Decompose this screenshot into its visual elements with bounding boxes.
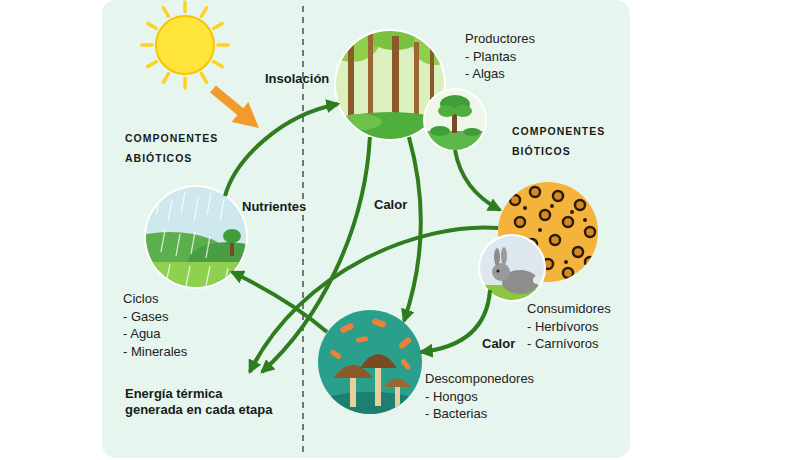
node-item: - Herbívoros: [527, 318, 611, 336]
text-group: Productores- Plantas- Algas: [465, 30, 535, 83]
flow-arrow: [262, 137, 370, 372]
node-item: - Hongos: [425, 388, 534, 406]
node-item: - Algas: [465, 65, 535, 83]
section-label: COMPONENTES ABIÓTICOS: [125, 128, 225, 168]
node-heading: Ciclos: [123, 290, 187, 308]
section-label: COMPONENTES BIÓTICOS: [512, 121, 612, 161]
decomposer-node: Descomponedores- Hongos- Bacterias: [318, 310, 422, 414]
flow-arrow: [232, 272, 327, 332]
node-item: - Plantas: [465, 48, 535, 66]
energy-text: Energía térmica generada en cada etapa: [125, 386, 280, 418]
thermal-energy-node: Energía térmica generada en cada etapa: [121, 372, 284, 418]
node-heading: Descomponedores: [425, 370, 534, 388]
flow-arrow: [250, 228, 498, 373]
node-heading: Consumidores: [527, 300, 611, 318]
cycles-node: Ciclos- Gases- Agua- Minerales: [146, 187, 246, 287]
text-group: Ciclos- Gases- Agua- Minerales: [123, 290, 187, 360]
flow-arrow: [455, 150, 500, 210]
node-item: - Carnívoros: [527, 335, 611, 353]
text-group: Consumidores- Herbívoros- Carnívoros: [527, 300, 611, 353]
insolation-label: Insolación: [265, 71, 329, 87]
node-item: - Minerales: [123, 343, 187, 361]
producer-node: Productores- Plantas- Algas: [335, 30, 485, 150]
consumer-node: Consumidores- Herbívoros- Carnívoros: [480, 182, 598, 300]
flow-arrow: [225, 104, 338, 196]
node-heading: Productores: [465, 30, 535, 48]
flow-arrow: [404, 137, 421, 321]
edge-label: Calor: [373, 197, 408, 212]
node-item: - Gases: [123, 308, 187, 326]
node-item: - Bacterias: [425, 405, 534, 423]
text-group: Descomponedores- Hongos- Bacterias: [425, 370, 534, 423]
edge-label: Calor: [481, 336, 516, 351]
edge-label: Nutrientes: [241, 199, 307, 214]
flow-arrow: [421, 290, 490, 352]
node-item: - Agua: [123, 325, 187, 343]
